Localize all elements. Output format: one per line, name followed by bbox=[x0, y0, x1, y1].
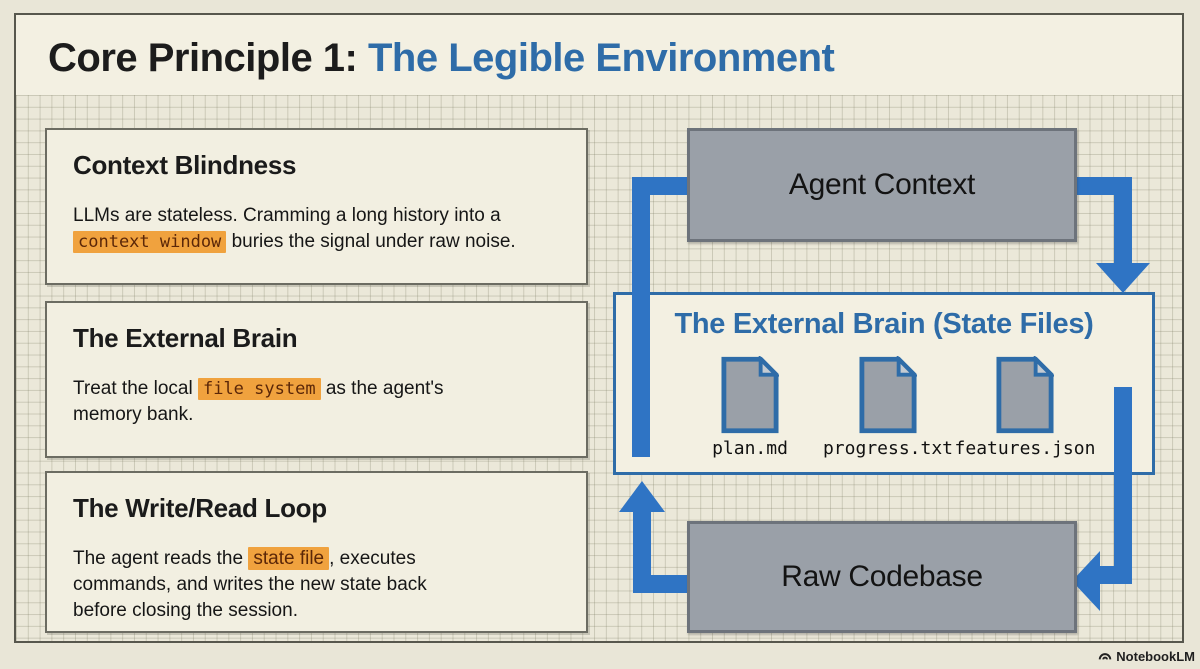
page-title: Core Principle 1: The Legible Environmen… bbox=[48, 36, 835, 81]
file-icon-progress bbox=[859, 356, 917, 434]
arrow-write-head-down-icon bbox=[1096, 263, 1150, 293]
card-body: Treat the local file system as the agent… bbox=[73, 378, 444, 425]
raw-codebase-label: Raw Codebase bbox=[781, 560, 983, 593]
notebooklm-logo-icon bbox=[1099, 653, 1112, 660]
file-icon-features bbox=[996, 356, 1054, 434]
arrow-state-to-code-vertical bbox=[1114, 387, 1132, 584]
file-label-plan: plan.md bbox=[712, 438, 788, 459]
card-write-read-loop: The Write/Read Loop The agent reads the … bbox=[45, 471, 588, 633]
arrow-read-vertical bbox=[632, 177, 650, 457]
file-label-progress: progress.txt bbox=[822, 438, 954, 459]
notebooklm-watermark: NotebookLM bbox=[1098, 649, 1195, 664]
file-label-features: features.json bbox=[954, 438, 1096, 459]
file-icon-plan bbox=[721, 356, 779, 434]
card-heading: The Write/Read Loop bbox=[73, 493, 327, 523]
card-heading: Context Blindness bbox=[73, 150, 297, 180]
arrow-write-vertical bbox=[1114, 177, 1132, 267]
notebooklm-label: NotebookLM bbox=[1116, 649, 1195, 664]
agent-context-label: Agent Context bbox=[788, 168, 976, 201]
agent-context-node: Agent Context bbox=[687, 128, 1077, 242]
card-context-blindness: Context Blindness LLMs are stateless. Cr… bbox=[45, 128, 588, 285]
arrow-code-to-state-vertical bbox=[633, 508, 651, 593]
card-external-brain: The External Brain Treat the local file … bbox=[45, 301, 588, 458]
external-brain-title: The External Brain (State Files) bbox=[674, 308, 1094, 340]
card-body: LLMs are stateless. Cramming a long hist… bbox=[73, 205, 516, 253]
arrow-state-to-code-horizontal bbox=[1098, 566, 1132, 584]
card-heading: The External Brain bbox=[73, 323, 298, 353]
page-title-accent: The Legible Environment bbox=[367, 36, 835, 80]
raw-codebase-node: Raw Codebase bbox=[687, 521, 1077, 633]
card-body: The agent reads the state file, executes… bbox=[73, 547, 427, 621]
arrow-code-to-state-head-up-icon bbox=[619, 481, 665, 512]
page-title-prefix: Core Principle 1: bbox=[48, 36, 368, 80]
